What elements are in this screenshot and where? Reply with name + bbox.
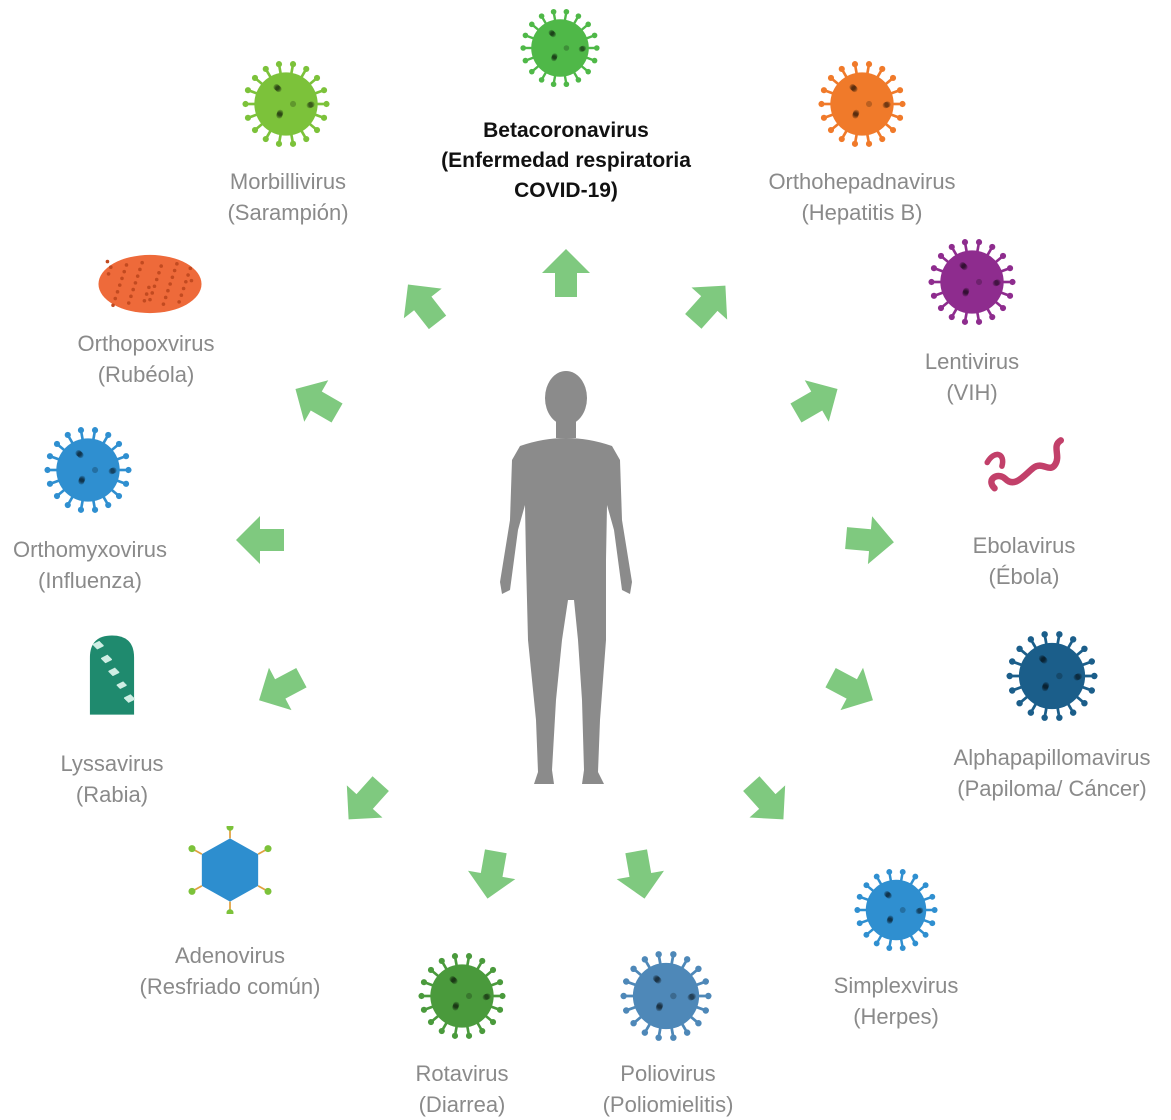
hepatitis-virus-icon bbox=[818, 61, 906, 147]
virus-disease-name: (Ébola) bbox=[988, 564, 1060, 589]
virus-genus-name: Adenovirus bbox=[174, 943, 286, 968]
virus-disease-name: COVID-19) bbox=[514, 179, 618, 202]
virus-disease-name: (Poliomielitis) bbox=[602, 1092, 734, 1117]
coronavirus-icon bbox=[520, 8, 600, 88]
arrow-icon bbox=[825, 667, 873, 711]
arrow-icon bbox=[236, 516, 284, 564]
virus-genus-name: Ebolavirus bbox=[972, 533, 1076, 558]
virus-genus-name: Poliovirus bbox=[620, 1061, 716, 1086]
virus-label-simplexvirus: Simplexvirus (Herpes) bbox=[834, 970, 959, 1032]
virus-disease-name: (Enfermedad respiratoria bbox=[441, 149, 691, 172]
virus-label-alphapapillomavirus: Alphapapillomavirus (Papiloma/ Cáncer) bbox=[954, 742, 1151, 804]
herpes-virus-icon bbox=[854, 869, 938, 951]
hiv-virus-icon bbox=[928, 239, 1016, 325]
measles-virus-icon bbox=[242, 61, 330, 147]
virus-genus-name: Alphapapillomavirus bbox=[953, 745, 1151, 770]
virus-disease-name: (Sarampión) bbox=[227, 200, 349, 225]
virus-disease-name: (Herpes) bbox=[853, 1004, 939, 1029]
virus-disease-name: (Papiloma/ Cáncer) bbox=[957, 776, 1147, 801]
virus-genus-name: Betacoronavirus bbox=[483, 119, 649, 142]
adenovirus-icon bbox=[188, 826, 272, 914]
virus-genus-name: Orthopoxvirus bbox=[77, 331, 215, 356]
arrow-icon bbox=[685, 285, 728, 329]
arrow-icon bbox=[403, 284, 447, 330]
arrow-icon bbox=[468, 849, 516, 899]
virus-label-poliovirus: Poliovirus (Poliomielitis) bbox=[603, 1058, 734, 1120]
virus-genus-name: Simplexvirus bbox=[833, 973, 959, 998]
virus-disease-name: (Rabia) bbox=[75, 782, 149, 807]
virus-genus-name: Orthomyxovirus bbox=[12, 537, 168, 562]
poxvirus-icon bbox=[98, 254, 202, 314]
virus-label-lyssavirus: Lyssavirus (Rabia) bbox=[60, 748, 163, 810]
arrow-icon bbox=[743, 776, 786, 820]
influenza-virus-icon bbox=[44, 427, 132, 513]
virus-genus-name: Morbillivirus bbox=[229, 169, 347, 194]
virus-genus-name: Orthohepadnavirus bbox=[768, 169, 956, 194]
virus-disease-name: (Diarrea) bbox=[418, 1092, 506, 1117]
rabies-virus-icon bbox=[89, 635, 135, 715]
virus-label-ebolavirus: Ebolavirus (Ébola) bbox=[973, 530, 1076, 592]
virus-label-adenovirus: Adenovirus (Resfriado común) bbox=[140, 940, 321, 1002]
virus-disease-name: (VIH) bbox=[946, 380, 998, 405]
virus-label-morbillivirus: Morbillivirus (Sarampión) bbox=[227, 166, 348, 228]
virus-genus-name: Lyssavirus bbox=[60, 751, 164, 776]
virus-disease-name: (Hepatitis B) bbox=[801, 200, 923, 225]
virus-label-orthopoxvirus: Orthopoxvirus (Rubéola) bbox=[78, 328, 215, 390]
virus-label-orthomyxovirus: Orthomyxovirus (Influenza) bbox=[13, 534, 167, 596]
virus-genus-name: Lentivirus bbox=[924, 349, 1020, 374]
virus-label-lentivirus: Lentivirus (VIH) bbox=[925, 346, 1019, 408]
virus-disease-name: (Rubéola) bbox=[97, 362, 195, 387]
papilloma-virus-icon bbox=[1006, 631, 1098, 721]
rotavirus-icon bbox=[418, 953, 506, 1039]
virus-label-orthohepadnavirus: Orthohepadnavirus (Hepatitis B) bbox=[768, 166, 955, 228]
arrow-icon bbox=[542, 249, 590, 297]
virus-disease-name: (Resfriado común) bbox=[139, 974, 321, 999]
arrow-icon bbox=[346, 776, 389, 820]
virus-disease-name: (Influenza) bbox=[38, 568, 142, 593]
arrow-icon bbox=[259, 667, 307, 711]
polio-virus-icon bbox=[620, 951, 712, 1041]
arrow-icon bbox=[616, 849, 664, 899]
arrow-icon bbox=[790, 380, 838, 423]
arrow-icon bbox=[845, 516, 894, 565]
ebola-virus-icon bbox=[984, 437, 1065, 492]
virus-label-rotavirus: Rotavirus (Diarrea) bbox=[416, 1058, 509, 1120]
arrow-icon bbox=[295, 380, 343, 423]
virus-genus-name: Rotavirus bbox=[415, 1061, 509, 1086]
